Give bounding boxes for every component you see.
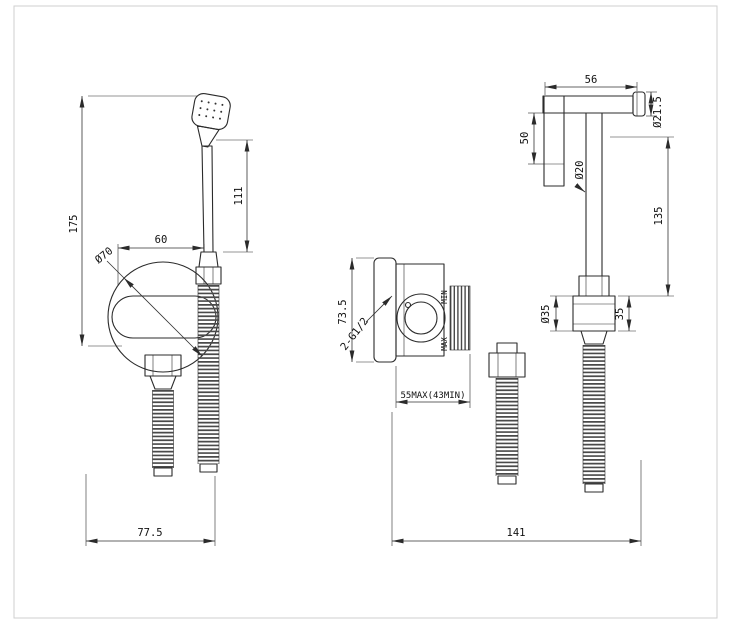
dimension-141: 141 bbox=[391, 412, 642, 546]
sprayer-wand bbox=[201, 145, 214, 253]
dim-label-60: 60 bbox=[155, 234, 168, 246]
dim-label-141: 141 bbox=[507, 527, 526, 539]
dimension-d20: Ø20 bbox=[574, 161, 586, 193]
label-min: MIN bbox=[440, 290, 449, 304]
side-supply-fitting bbox=[488, 342, 526, 378]
dim-label-111: 111 bbox=[233, 187, 245, 206]
dimension-73-5: 73.5 bbox=[337, 257, 374, 363]
mixer-valve-body bbox=[373, 257, 471, 363]
dimension-60: 60 bbox=[117, 234, 205, 286]
riser-pipe bbox=[585, 112, 603, 277]
dimension-d35: Ø35 bbox=[540, 295, 573, 332]
dimension-d21-5: Ø21.5 bbox=[646, 91, 664, 128]
dim-label-50: 50 bbox=[519, 132, 531, 145]
left-supply-hose bbox=[152, 390, 174, 477]
dimension-175: 175 bbox=[68, 95, 197, 347]
dimension-35: 35 bbox=[614, 296, 636, 332]
dim-label-35: 35 bbox=[614, 308, 626, 321]
sheet-border bbox=[13, 5, 718, 619]
side-supply-hose bbox=[495, 378, 519, 485]
wand-connector-nut bbox=[195, 251, 222, 285]
dim-label-73-5: 73.5 bbox=[337, 299, 349, 324]
dim-label-56: 56 bbox=[585, 74, 598, 86]
dimension-56: 56 bbox=[544, 74, 638, 95]
dimension-135: 135 bbox=[610, 136, 674, 297]
dimension-d70: Ø70 bbox=[93, 245, 203, 357]
dimension-50: 50 bbox=[519, 112, 544, 165]
dim-label-d35: Ø35 bbox=[540, 305, 552, 324]
sprayer-holder-bracket bbox=[542, 91, 646, 187]
sprayer-hose bbox=[197, 285, 220, 473]
dimension-wall-depth: 55MAX(43MIN) bbox=[395, 354, 471, 408]
dim-label-135: 135 bbox=[653, 207, 665, 226]
side-sprayer-hose bbox=[582, 345, 606, 493]
outlet-fitting bbox=[572, 275, 616, 345]
hand-sprayer bbox=[191, 93, 231, 253]
dim-label-wall-depth: 55MAX(43MIN) bbox=[400, 391, 465, 401]
dim-label-d20: Ø20 bbox=[574, 161, 586, 180]
dim-label-d21-5: Ø21.5 bbox=[652, 96, 664, 128]
dim-label-d70: Ø70 bbox=[93, 245, 115, 266]
dim-label-175: 175 bbox=[68, 215, 80, 234]
label-max: MAX bbox=[440, 337, 449, 351]
dimension-77-5: 77.5 bbox=[85, 474, 216, 546]
dim-label-77-5: 77.5 bbox=[137, 527, 162, 539]
valve-handle-knob bbox=[396, 293, 446, 343]
dimension-111: 111 bbox=[216, 139, 253, 253]
